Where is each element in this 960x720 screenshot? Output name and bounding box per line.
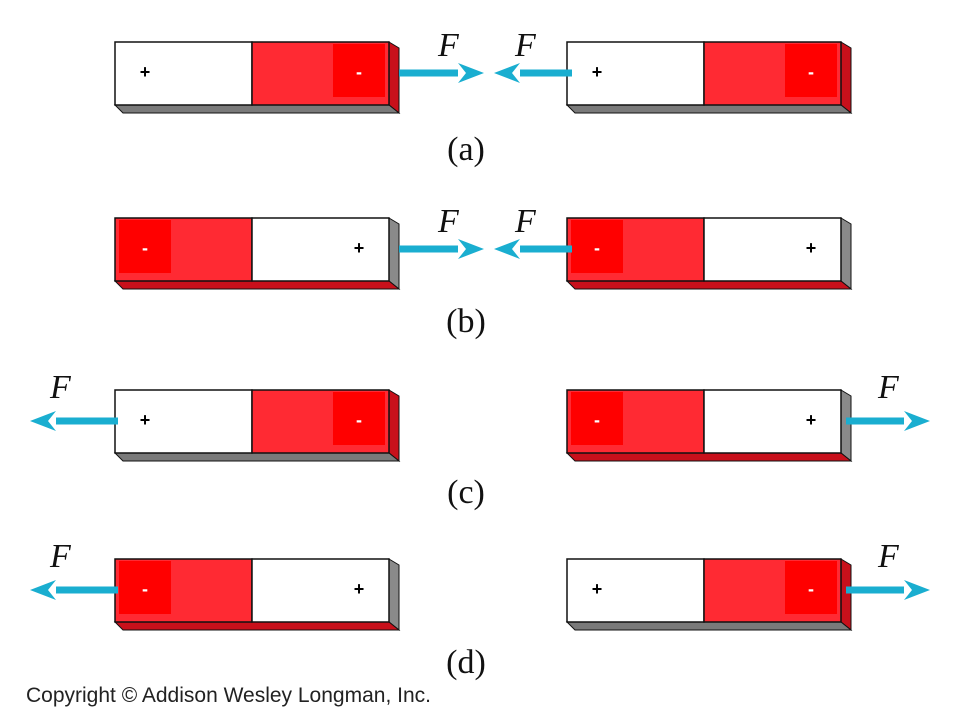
pole-badge-left — [119, 561, 171, 614]
magnet-side-face — [840, 41, 852, 115]
pole-sign-left: + — [592, 62, 603, 82]
arrow-head — [904, 411, 930, 431]
panel-label-1: (b) — [446, 303, 486, 340]
magnet-side-face — [388, 558, 400, 632]
force-label-row-0-right: F — [514, 27, 537, 64]
panel-label-2: (c) — [447, 474, 485, 511]
magnet-bottom-face — [565, 452, 853, 462]
pole-sign-right: + — [806, 410, 817, 430]
arrow-head — [494, 63, 520, 83]
force-arrow-row-1-left — [399, 239, 484, 259]
magnet-bottom-face — [113, 104, 401, 114]
force-arrow-row-2-right — [846, 411, 930, 431]
pole-badge-right — [785, 561, 837, 614]
magnet-row-3-0: -+ — [113, 558, 401, 632]
pole-sign-right: + — [354, 579, 365, 599]
pole-sign-right: - — [356, 410, 362, 430]
pole-sign-left: + — [592, 579, 603, 599]
magnet-bottom-face — [565, 280, 853, 290]
pole-badge-right — [785, 44, 837, 97]
pole-sign-left: + — [140, 62, 151, 82]
force-label-row-2-left: F — [49, 369, 72, 406]
magnet-white-half — [251, 558, 390, 623]
magnet-white-half — [703, 217, 842, 282]
magnet-side-face — [388, 41, 400, 115]
magnet-bottom-face — [565, 104, 853, 114]
pole-sign-left: - — [142, 238, 148, 258]
magnet-bottom-face — [565, 621, 853, 631]
magnet-white-half — [251, 217, 390, 282]
magnet-row-0-1: +- — [565, 41, 853, 115]
pole-badge-left — [571, 220, 623, 273]
force-label-row-3-left: F — [49, 538, 72, 575]
magnet-side-face — [388, 389, 400, 463]
arrow-head — [494, 239, 520, 259]
magnet-white-half — [566, 558, 705, 623]
force-label-row-1-right: F — [514, 203, 537, 240]
magnet-white-half — [566, 41, 705, 106]
force-label-row-0-left: F — [437, 27, 460, 64]
pole-badge-right — [333, 392, 385, 445]
force-arrow-row-3-left — [30, 580, 118, 600]
force-label-row-3-right: F — [877, 538, 900, 575]
magnet-row-0-0: +- — [113, 41, 401, 115]
pole-badge-left — [119, 220, 171, 273]
magnet-side-face — [388, 217, 400, 291]
pole-sign-left: - — [594, 410, 600, 430]
pole-sign-right: - — [356, 62, 362, 82]
force-arrow-row-1-right — [494, 239, 572, 259]
pole-sign-right: - — [808, 62, 814, 82]
magnet-bottom-face — [113, 621, 401, 631]
magnet-side-face — [840, 217, 852, 291]
pole-sign-left: - — [594, 238, 600, 258]
arrow-head — [458, 63, 484, 83]
panel-label-0: (a) — [447, 131, 485, 168]
magnet-side-face — [840, 558, 852, 632]
pole-badge-right — [333, 44, 385, 97]
arrow-head — [30, 411, 56, 431]
magnet-row-1-1: -+ — [565, 217, 853, 291]
force-arrow-row-0-right — [494, 63, 572, 83]
force-arrow-row-3-right — [846, 580, 930, 600]
panel-label-3: (d) — [446, 644, 486, 681]
pole-badge-left — [571, 392, 623, 445]
pole-sign-right: - — [808, 579, 814, 599]
force-arrow-row-2-left — [30, 411, 118, 431]
arrow-head — [904, 580, 930, 600]
force-label-row-1-left: F — [437, 203, 460, 240]
magnet-row-1-0: -+ — [113, 217, 401, 291]
arrow-head — [458, 239, 484, 259]
magnet-bottom-face — [113, 280, 401, 290]
magnet-row-2-1: -+ — [565, 389, 853, 463]
pole-sign-left: - — [142, 579, 148, 599]
magnet-white-half — [703, 389, 842, 454]
magnet-bottom-face — [113, 452, 401, 462]
arrow-head — [30, 580, 56, 600]
force-label-row-2-right: F — [877, 369, 900, 406]
pole-sign-left: + — [140, 410, 151, 430]
magnet-white-half — [114, 389, 253, 454]
force-arrow-row-0-left — [399, 63, 484, 83]
pole-sign-right: + — [354, 238, 365, 258]
magnet-side-face — [840, 389, 852, 463]
pole-sign-right: + — [806, 238, 817, 258]
copyright-notice: Copyright © Addison Wesley Longman, Inc. — [26, 684, 431, 707]
magnet-row-2-0: +- — [113, 389, 401, 463]
magnet-white-half — [114, 41, 253, 106]
magnet-row-3-1: +- — [565, 558, 853, 632]
